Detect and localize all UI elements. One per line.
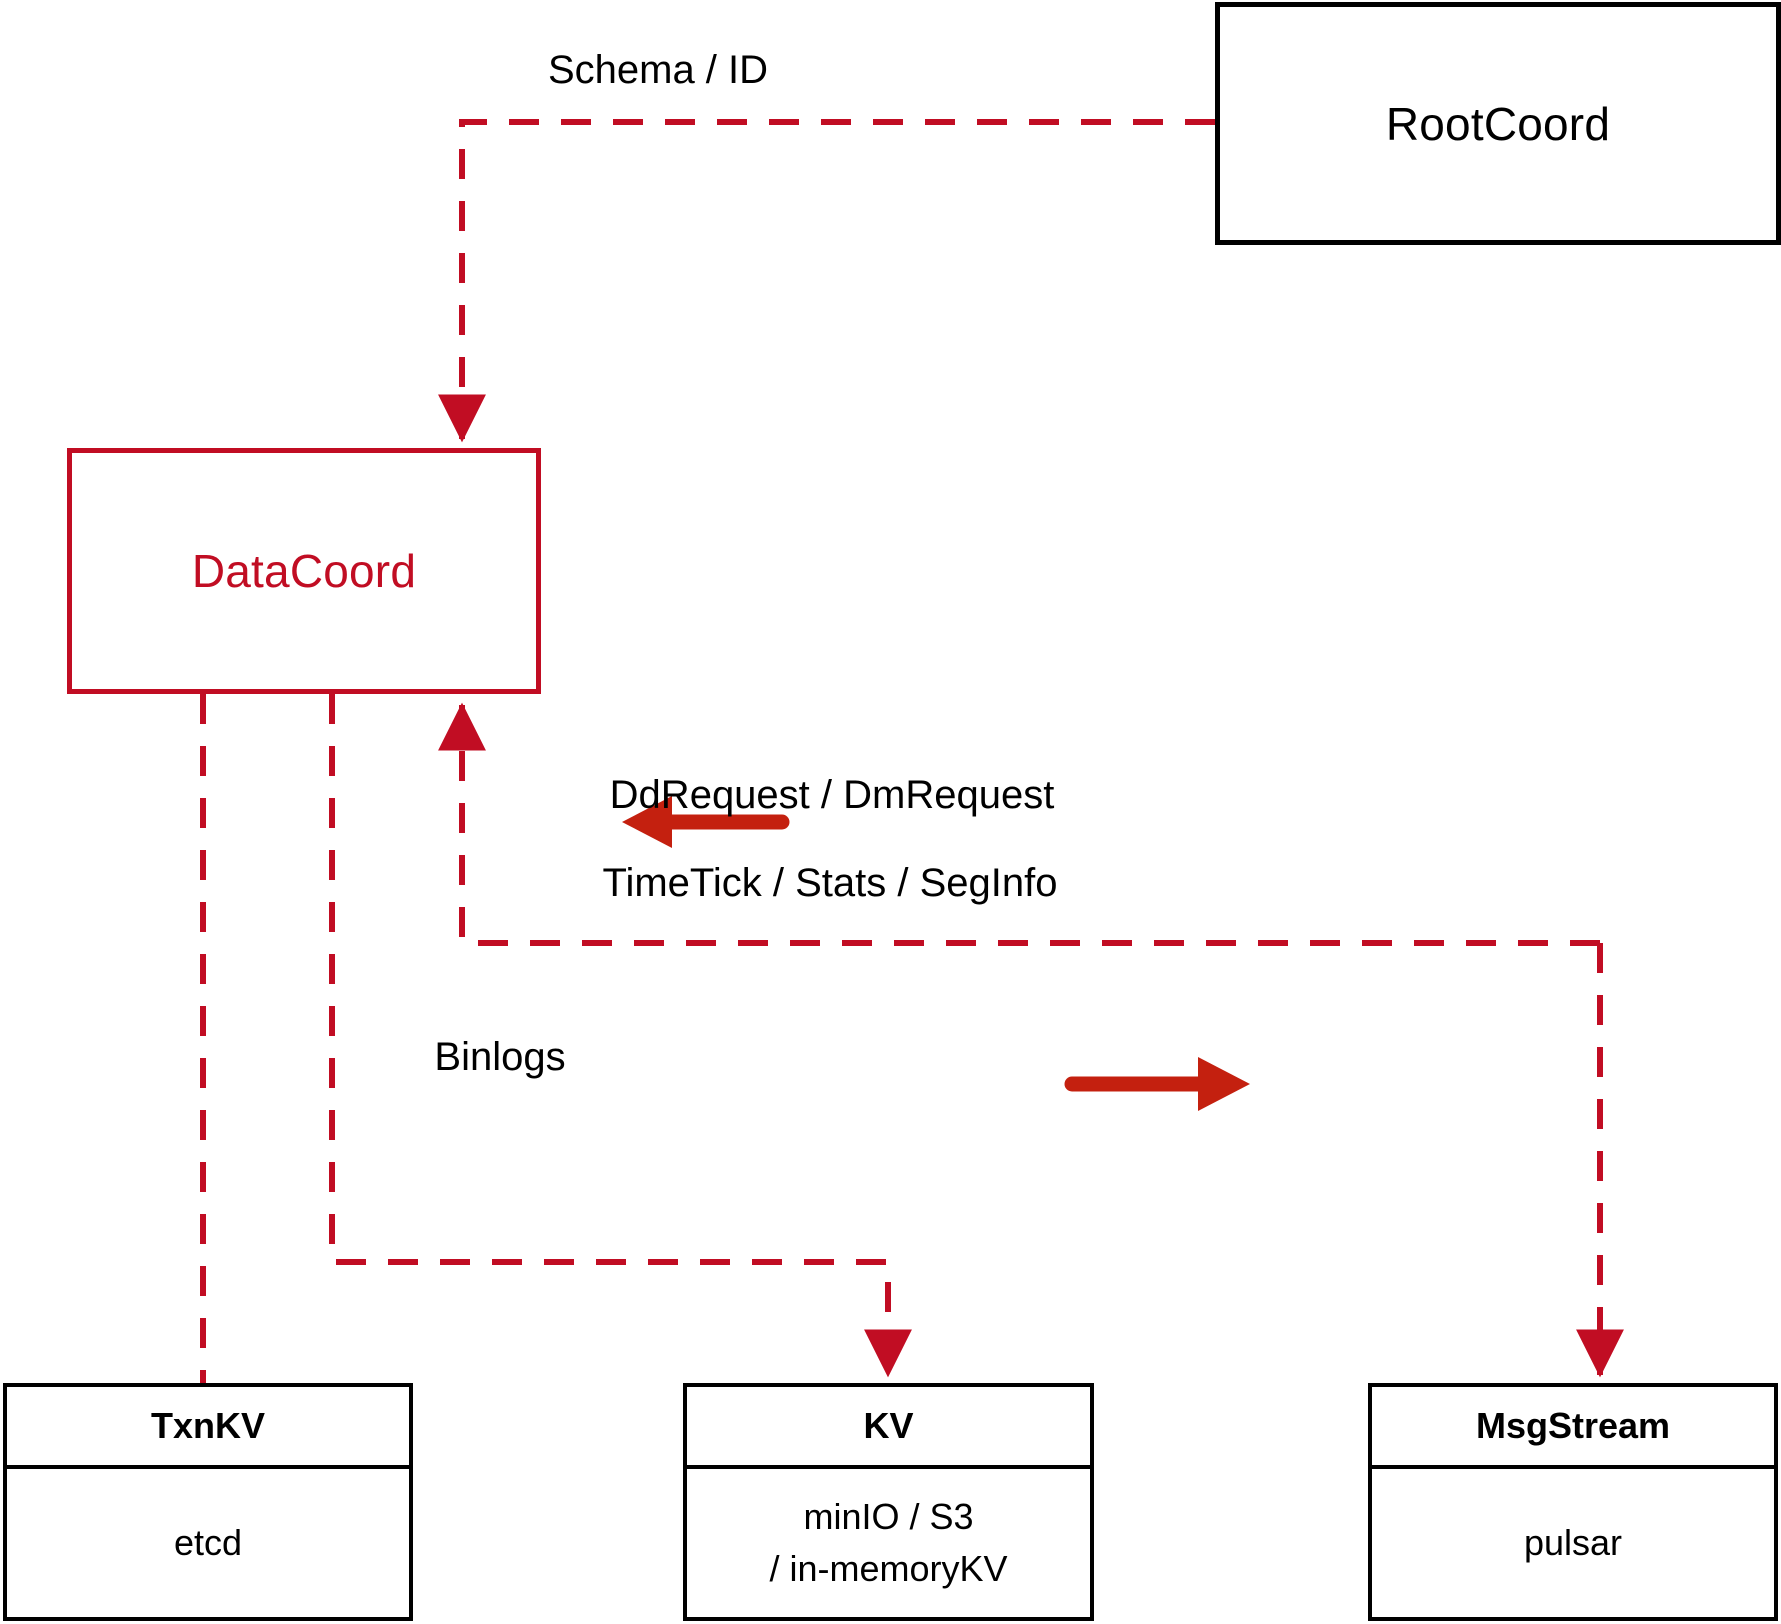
node-msgstream-header: MsgStream [1372, 1387, 1774, 1469]
node-datacoord-label: DataCoord [191, 545, 417, 597]
edge-schema-id [438, 119, 1215, 443]
node-kv-header: KV [687, 1387, 1090, 1469]
node-txnkv-header: TxnKV [7, 1387, 409, 1469]
edge-label-timetick-stats-seginfo: TimeTick / Stats / SegInfo [602, 860, 1058, 905]
node-kv-body: minIO / S3 / in-memoryKV [687, 1469, 1090, 1617]
outbound-direction-arrow-icon [1064, 1057, 1250, 1111]
node-txnkv-body: etcd [7, 1469, 409, 1617]
node-kv-body-line1: minIO / S3 [803, 1495, 974, 1537]
edge-label-dd-dm-request: DdRequest / DmRequest [609, 772, 1055, 817]
edge-binlogs [329, 694, 912, 1378]
node-msgstream-body-line1: pulsar [1523, 1521, 1623, 1563]
node-msgstream-body: pulsar [1372, 1469, 1774, 1617]
node-rootcoord-label: RootCoord [1385, 97, 1611, 150]
node-datacoord[interactable]: DataCoord [67, 448, 541, 694]
edge-dd-dm-request [438, 702, 1600, 946]
inbound-direction-arrow-icon [622, 796, 790, 848]
edge-label-binlogs: Binlogs [434, 1034, 566, 1079]
edge-label-schema-id: Schema / ID [547, 47, 769, 92]
node-msgstream[interactable]: MsgStream pulsar [1368, 1383, 1778, 1621]
node-txnkv-body-line1: etcd [173, 1521, 243, 1563]
node-rootcoord[interactable]: RootCoord [1215, 2, 1781, 245]
node-txnkv[interactable]: TxnKV etcd [3, 1383, 413, 1621]
node-kv[interactable]: KV minIO / S3 / in-memoryKV [683, 1383, 1094, 1621]
node-kv-body-line2: / in-memoryKV [769, 1548, 1008, 1589]
